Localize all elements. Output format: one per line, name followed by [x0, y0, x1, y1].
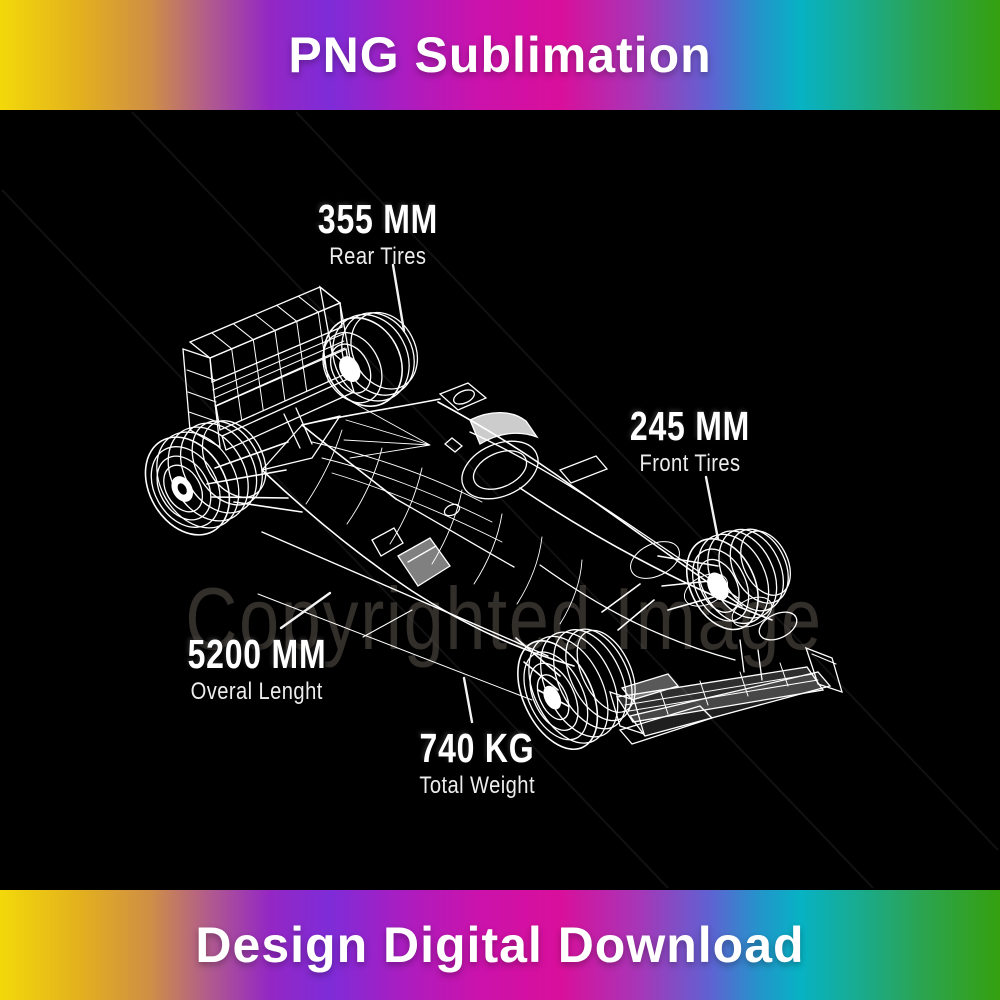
cockpit — [438, 382, 539, 500]
wheel-rear-right — [322, 311, 419, 407]
leader-line-total-weight — [462, 676, 474, 724]
bottom-banner-title: Design Digital Download — [195, 917, 805, 973]
annotation-front-tires: 245 MM Front Tires — [613, 406, 767, 476]
leader-lines — [279, 263, 720, 724]
body-monocoque — [261, 398, 743, 667]
rear-tires-value: 355 MM — [317, 196, 439, 242]
leader-line-front-tires — [704, 475, 720, 541]
rear-wing — [182, 285, 355, 451]
bargeboards — [371, 455, 609, 587]
wheel-rear-left — [144, 420, 267, 536]
leader-line-rear-tires — [391, 263, 406, 333]
total-weight-value: 740 KG — [419, 725, 535, 771]
leader-line-overall-length — [279, 591, 332, 630]
bottom-banner: Design Digital Download — [0, 890, 1000, 1000]
front-wing — [609, 639, 843, 745]
watermark-diagonal-lines — [1, 111, 999, 889]
top-banner: PNG Sublimation — [0, 0, 1000, 110]
annotation-rear-tires: 355 MM Rear Tires — [301, 199, 455, 269]
total-weight-label: Total Weight — [419, 772, 535, 799]
wheel-front-right — [685, 528, 791, 631]
overall-length-label: Overal Lenght — [190, 678, 324, 705]
race-car-wireframe — [144, 285, 843, 751]
annotation-total-weight: 740 KG Total Weight — [403, 728, 550, 798]
wheel-front-left — [517, 628, 636, 751]
front-tires-value: 245 MM — [629, 403, 751, 449]
rear-tires-label: Rear Tires — [329, 243, 427, 270]
overall-length-value: 5200 MM — [187, 631, 327, 677]
annotation-overall-length: 5200 MM Overal Lenght — [168, 634, 346, 704]
front-tires-label: Front Tires — [639, 450, 741, 477]
top-banner-title: PNG Sublimation — [288, 27, 712, 83]
